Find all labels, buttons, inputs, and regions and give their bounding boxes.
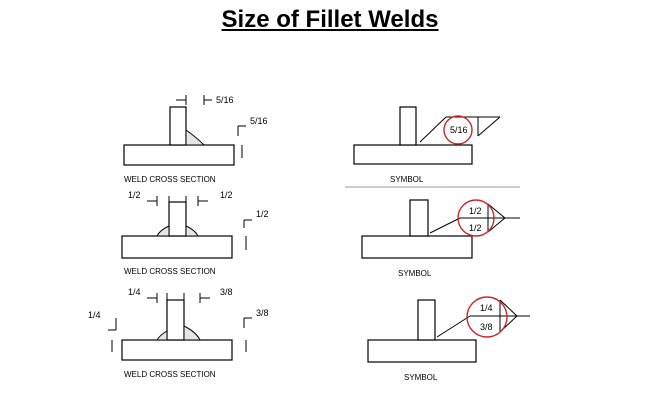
dim-top-label: 5/16 (216, 95, 234, 105)
dim-side-right-label: 3/8 (256, 308, 269, 318)
symbol-caption: SYMBOL (404, 373, 438, 382)
cross-section-1: 5/16 5/16 WELD CROSS SECTION (123, 95, 268, 184)
symbol-top-label: 1/2 (469, 206, 482, 216)
cross-section-caption: WELD CROSS SECTION (124, 267, 216, 276)
dim-left-label: 1/4 (128, 287, 141, 297)
dim-left-label: 1/2 (128, 190, 141, 200)
vertical-plate (417, 299, 436, 341)
size-highlight-circle (466, 296, 508, 338)
vertical-plate (409, 199, 429, 237)
fillet-weld-right (183, 325, 201, 341)
base-plate (121, 339, 233, 361)
dim-right-label: 3/8 (220, 287, 233, 297)
symbol-caption: SYMBOL (398, 269, 432, 278)
dim-side-label: 1/2 (256, 209, 269, 219)
dim-side-left-label: 1/4 (88, 310, 101, 320)
page-title: Size of Fillet Welds (221, 6, 439, 33)
fillet-weld-left (156, 330, 168, 341)
fillet-weld (185, 129, 206, 146)
dim-side-label: 5/16 (250, 116, 268, 126)
symbol-top-label: 1/4 (480, 303, 493, 313)
symbol-3: 1/4 3/8 SYMBOL (367, 296, 530, 382)
base-plate (121, 235, 233, 259)
fillet-weld-right (185, 225, 199, 237)
size-highlight-circle (457, 199, 495, 237)
fillet-weld-left (156, 225, 170, 237)
symbol-bottom-label: 1/2 (469, 223, 482, 233)
symbol-size-label: 5/16 (450, 125, 468, 135)
symbol-bottom-label: 3/8 (480, 322, 493, 332)
cross-section-2: 1/2 1/2 1/2 WELD CROSS SECTION (121, 190, 269, 276)
base-plate (361, 235, 473, 259)
symbol-1: 5/16 SYMBOL (353, 106, 501, 184)
symbol-caption: SYMBOL (390, 175, 424, 184)
cross-section-caption: WELD CROSS SECTION (124, 175, 216, 184)
cross-section-3: 1/4 3/8 1/4 3/8 WELD CROSS SECTION (88, 287, 269, 379)
vertical-plate (166, 299, 185, 341)
cross-section-caption: WELD CROSS SECTION (124, 370, 216, 379)
vertical-plate (399, 106, 417, 146)
vertical-plate (168, 201, 187, 237)
base-plate (123, 144, 235, 166)
base-plate (353, 144, 473, 165)
size-highlight-circle (443, 115, 473, 145)
dim-right-label: 1/2 (220, 190, 233, 200)
symbol-2: 1/2 1/2 SYMBOL (361, 199, 520, 278)
base-plate (367, 339, 477, 363)
vertical-plate (169, 106, 187, 146)
